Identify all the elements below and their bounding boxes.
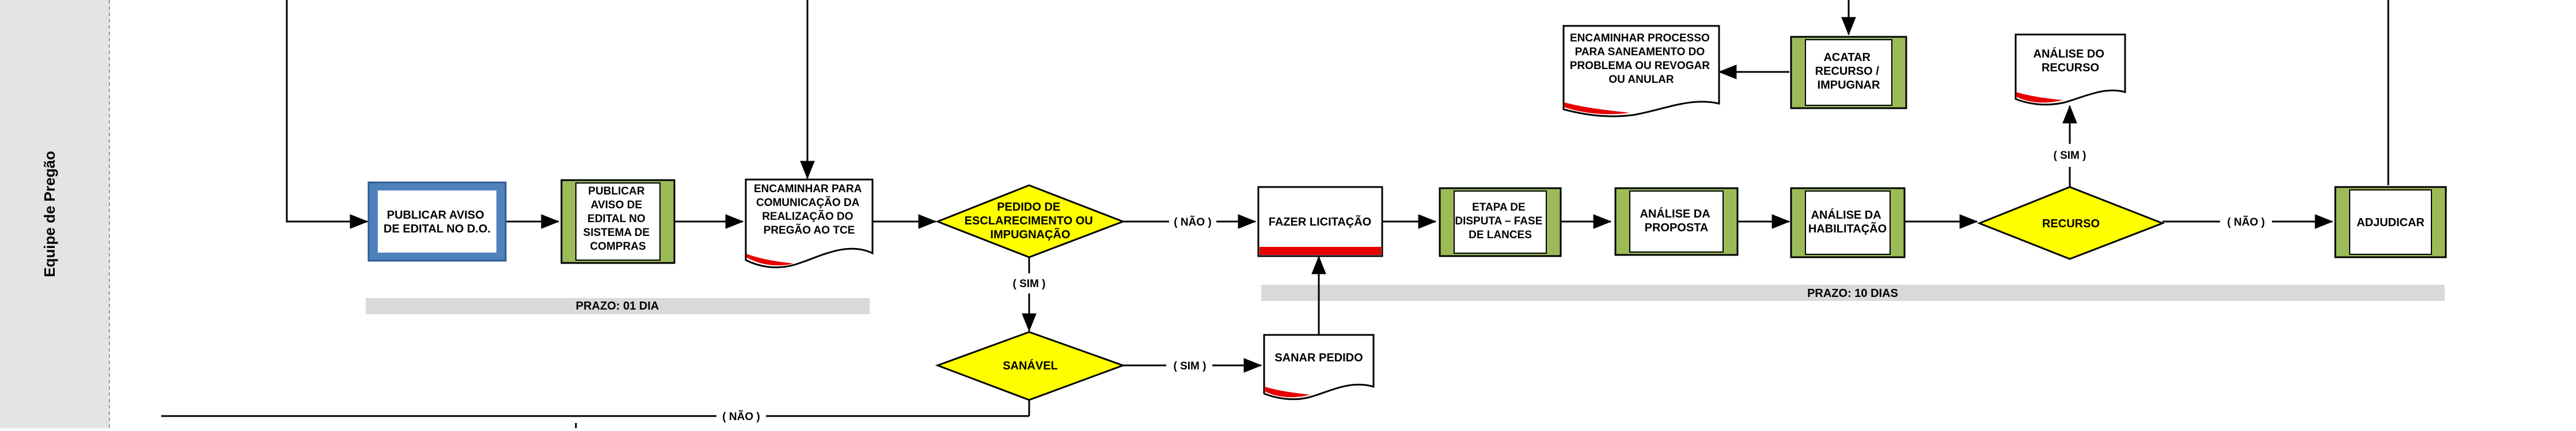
node-fazer-licitacao-label: FAZER LICITAÇÃO [1269, 215, 1372, 228]
connectors [161, 0, 2389, 428]
node-pedido-esclarecimento-label: PEDIDO DE ESCLARECIMENTO OU IMPUGNAÇÃO [965, 201, 1097, 241]
edge-label-nao-recurso: ( NÃO ) [2227, 216, 2264, 228]
node-analise-recurso-label: ANÁLISE DO RECURSO [2034, 47, 2108, 74]
node-encaminhar-saneamento[interactable]: ENCAMINHAR PROCESSO PARA SANEAMENTO DO P… [1562, 25, 1720, 117]
node-analise-proposta[interactable]: ANÁLISE DA PROPOSTA [1614, 187, 1739, 256]
edge-label-sim-pedido: ( SIM ) [1013, 278, 1046, 290]
node-analise-habilitacao[interactable]: ANÁLISE DA HABILITAÇÃO [1790, 187, 1906, 258]
lane-header [0, 0, 109, 428]
node-recurso-label: RECURSO [2042, 218, 2100, 230]
node-adjudicar-label: ADJUDICAR [2357, 216, 2425, 229]
edge-label-sim-sanavel: ( SIM ) [1174, 360, 1207, 372]
doc-accent [746, 254, 794, 266]
node-publicar-aviso-sistema-label: PUBLICAR AVISO DE EDITAL NO SISTEMA DE C… [583, 185, 653, 253]
prazo-label-2: PRAZO: 10 DIAS [1807, 287, 1898, 300]
doc-accent [2016, 92, 2063, 103]
node-encaminhar-saneamento-label: ENCAMINHAR PROCESSO PARA SANEAMENTO DO P… [1570, 32, 1713, 86]
node-sanar-pedido-label: SANAR PEDIDO [1274, 352, 1363, 364]
node-etapa-disputa[interactable]: ETAPA DE DISPUTA – FASE DE LANCES [1439, 187, 1562, 257]
node-pedido-esclarecimento[interactable]: PEDIDO DE ESCLARECIMENTO OU IMPUGNAÇÃO [935, 184, 1126, 258]
prazo-bar-1 [366, 298, 870, 314]
node-fazer-licitacao[interactable]: FAZER LICITAÇÃO [1257, 186, 1383, 257]
node-analise-recurso[interactable]: ANÁLISE DO RECURSO [2014, 33, 2126, 106]
node-publicar-aviso-do-label: PUBLICAR AVISO DE EDITAL NO D.O. [384, 209, 491, 235]
node-sanar-pedido[interactable]: SANAR PEDIDO [1263, 334, 1375, 401]
node-etapa-disputa-label: ETAPA DE DISPUTA – FASE DE LANCES [1455, 201, 1545, 241]
lane-label: Equipe de Pregão [41, 151, 58, 277]
node-encaminhar-tce[interactable]: ENCAMINHAR PARA COMUNICAÇÃO DA REALIZAÇÃ… [745, 178, 874, 269]
prazo-bar-2 [1261, 285, 2445, 301]
doc-accent [1564, 102, 1630, 115]
edge-incoming-to-publicar [286, 0, 369, 229]
node-acatar-recurso[interactable]: ACATAR RECURSO / IMPUGNAR [1790, 36, 1907, 109]
node-sanavel-label: SANÁVEL [1003, 359, 1058, 372]
node-publicar-aviso-sistema[interactable]: PUBLICAR AVISO DE EDITAL NO SISTEMA DE C… [560, 179, 676, 264]
node-sanavel[interactable]: SANÁVEL [935, 331, 1126, 401]
node-analise-habilitacao-label: ANÁLISE DA HABILITAÇÃO [1808, 208, 1887, 235]
doc-accent [1265, 387, 1310, 398]
edge-label-sim-recurso: ( SIM ) [2054, 150, 2086, 162]
node-recurso[interactable]: RECURSO [1976, 186, 2165, 260]
process-accent [1259, 247, 1381, 255]
node-analise-proposta-label: ANÁLISE DA PROPOSTA [1640, 207, 1713, 234]
node-acatar-recurso-label: ACATAR RECURSO / IMPUGNAR [1815, 51, 1883, 91]
edge-label-nao-pedido: ( NÃO ) [1174, 216, 1211, 228]
node-adjudicar[interactable]: ADJUDICAR [2334, 186, 2447, 258]
node-encaminhar-tce-label: ENCAMINHAR PARA COMUNICAÇÃO DA REALIZAÇÃ… [754, 183, 864, 237]
prazo-label-1: PRAZO: 01 DIA [576, 300, 659, 312]
node-publicar-aviso-do[interactable]: PUBLICAR AVISO DE EDITAL NO D.O. [367, 181, 507, 262]
edge-label-nao-sanavel: ( NÃO ) [722, 410, 760, 423]
